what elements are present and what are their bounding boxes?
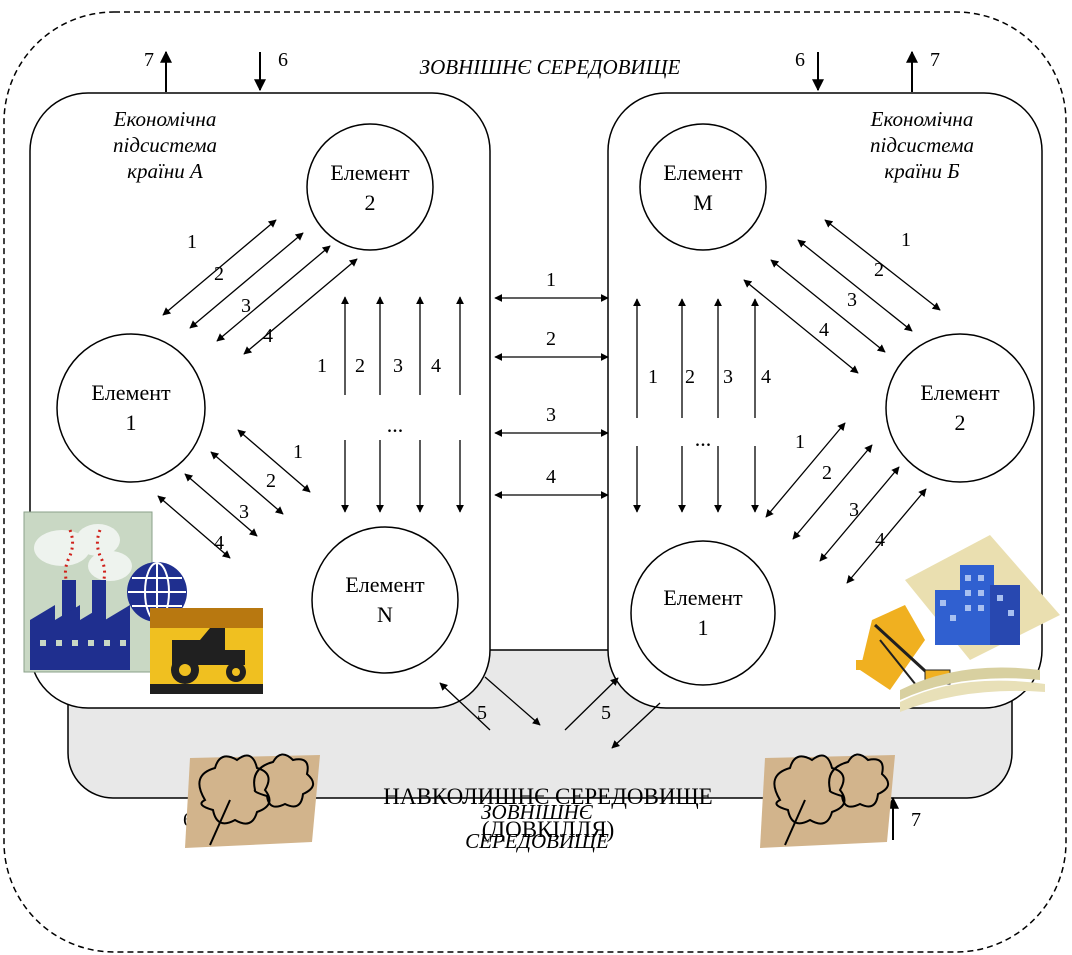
element-a-top-index: 2 [365,190,376,215]
bidirectional-arrow [243,258,358,355]
element-b-right-index: 2 [955,410,966,435]
element-a-left-label: Елемент [91,380,171,405]
link-number: 2 [214,263,224,285]
link-number: 2 [822,462,832,484]
subsystem-a-title-1: Економічна [113,107,217,131]
element-b-bottom [630,540,776,686]
link-number: 3 [847,289,857,311]
link-number: 3 [723,366,733,388]
leaf-clipart [760,753,895,848]
ellipsis-b: ... [695,426,712,451]
link-number: 2 [546,328,556,350]
environment-arrow [484,676,541,726]
bidirectional-arrow [743,279,859,374]
environment-arrow [439,682,491,731]
bidirectional-arrow [846,488,927,584]
link-number: 4 [431,355,441,377]
link-number: 1 [648,366,658,388]
tractor-clipart [150,608,263,694]
subsystem-a-title-3: країни А [127,159,203,183]
subsystem-a-title-2: підсистема [113,133,217,157]
link-number: 1 [293,441,303,463]
link-number: 3 [849,499,859,521]
environment-label-1: НАВКОЛИШНЄ СЕРЕДОВИЩЕ [383,784,712,809]
subsystem-b-title-2: підсистема [870,133,974,157]
environment-arrow [564,677,619,731]
link-number: 4 [546,466,556,488]
element-a-bottom [311,526,459,674]
bidirectional-arrow [157,495,231,559]
element-a-bottom-index: N [377,602,393,627]
element-b-top-index: M [693,190,713,215]
element-a-top [306,123,434,251]
link-number: 5 [477,702,487,724]
link-number: 5 [601,702,611,724]
link-number: 3 [239,501,249,523]
output-number: 7 [930,49,940,71]
ellipsis-a: ... [387,412,404,437]
link-number: 2 [874,259,884,281]
link-number: 1 [795,431,805,453]
outer-label-bottom-1: ЗОВНІШНЄ [481,800,594,824]
outer-environment-boundary [3,11,1067,953]
leaf-clipart [185,753,320,848]
element-b-right-label: Елемент [920,380,1000,405]
element-b-top-label: Елемент [663,160,743,185]
outer-label-bottom-2: СЕРЕДОВИЩЕ [465,829,609,853]
element-a-left-index: 1 [126,410,137,435]
link-number: 2 [685,366,695,388]
subsystem-b-title-1: Економічна [870,107,974,131]
element-b-bottom-label: Елемент [663,585,743,610]
output-number: 7 [144,49,154,71]
link-number: 3 [241,295,251,317]
environment-label-2: (ДОВКІЛЛЯ) [482,817,615,842]
link-number: 2 [355,355,365,377]
crane-clipart [856,605,1045,712]
link-number: 4 [875,529,885,551]
link-number: 1 [546,269,556,291]
link-number: 4 [214,532,224,554]
input-number: 6 [795,49,805,71]
environment-arrow [611,702,661,749]
element-b-bottom-index: 1 [698,615,709,640]
element-b-top [639,123,767,251]
link-number: 3 [546,404,556,426]
subsystem-b-title-3: країни Б [884,159,959,183]
outer-label-top: ЗОВНІШНЄ СЕРЕДОВИЩЕ [420,55,681,79]
element-a-bottom-label: Елемент [345,572,425,597]
link-number: 4 [263,325,273,347]
number-labels-layer: 12341234123412341234123412345576676767 [144,49,940,831]
link-number: 1 [317,355,327,377]
link-number: 4 [761,366,771,388]
link-number: 1 [901,229,911,251]
input-number: 6 [278,49,288,71]
link-number: 2 [266,470,276,492]
link-number: 3 [393,355,403,377]
element-a-top-label: Елемент [330,160,410,185]
buildings-clipart [905,535,1060,660]
output-number: 7 [911,809,921,831]
link-number: 4 [819,319,829,341]
element-a-left [56,333,206,483]
element-b-right [885,333,1035,483]
link-number: 1 [187,231,197,253]
